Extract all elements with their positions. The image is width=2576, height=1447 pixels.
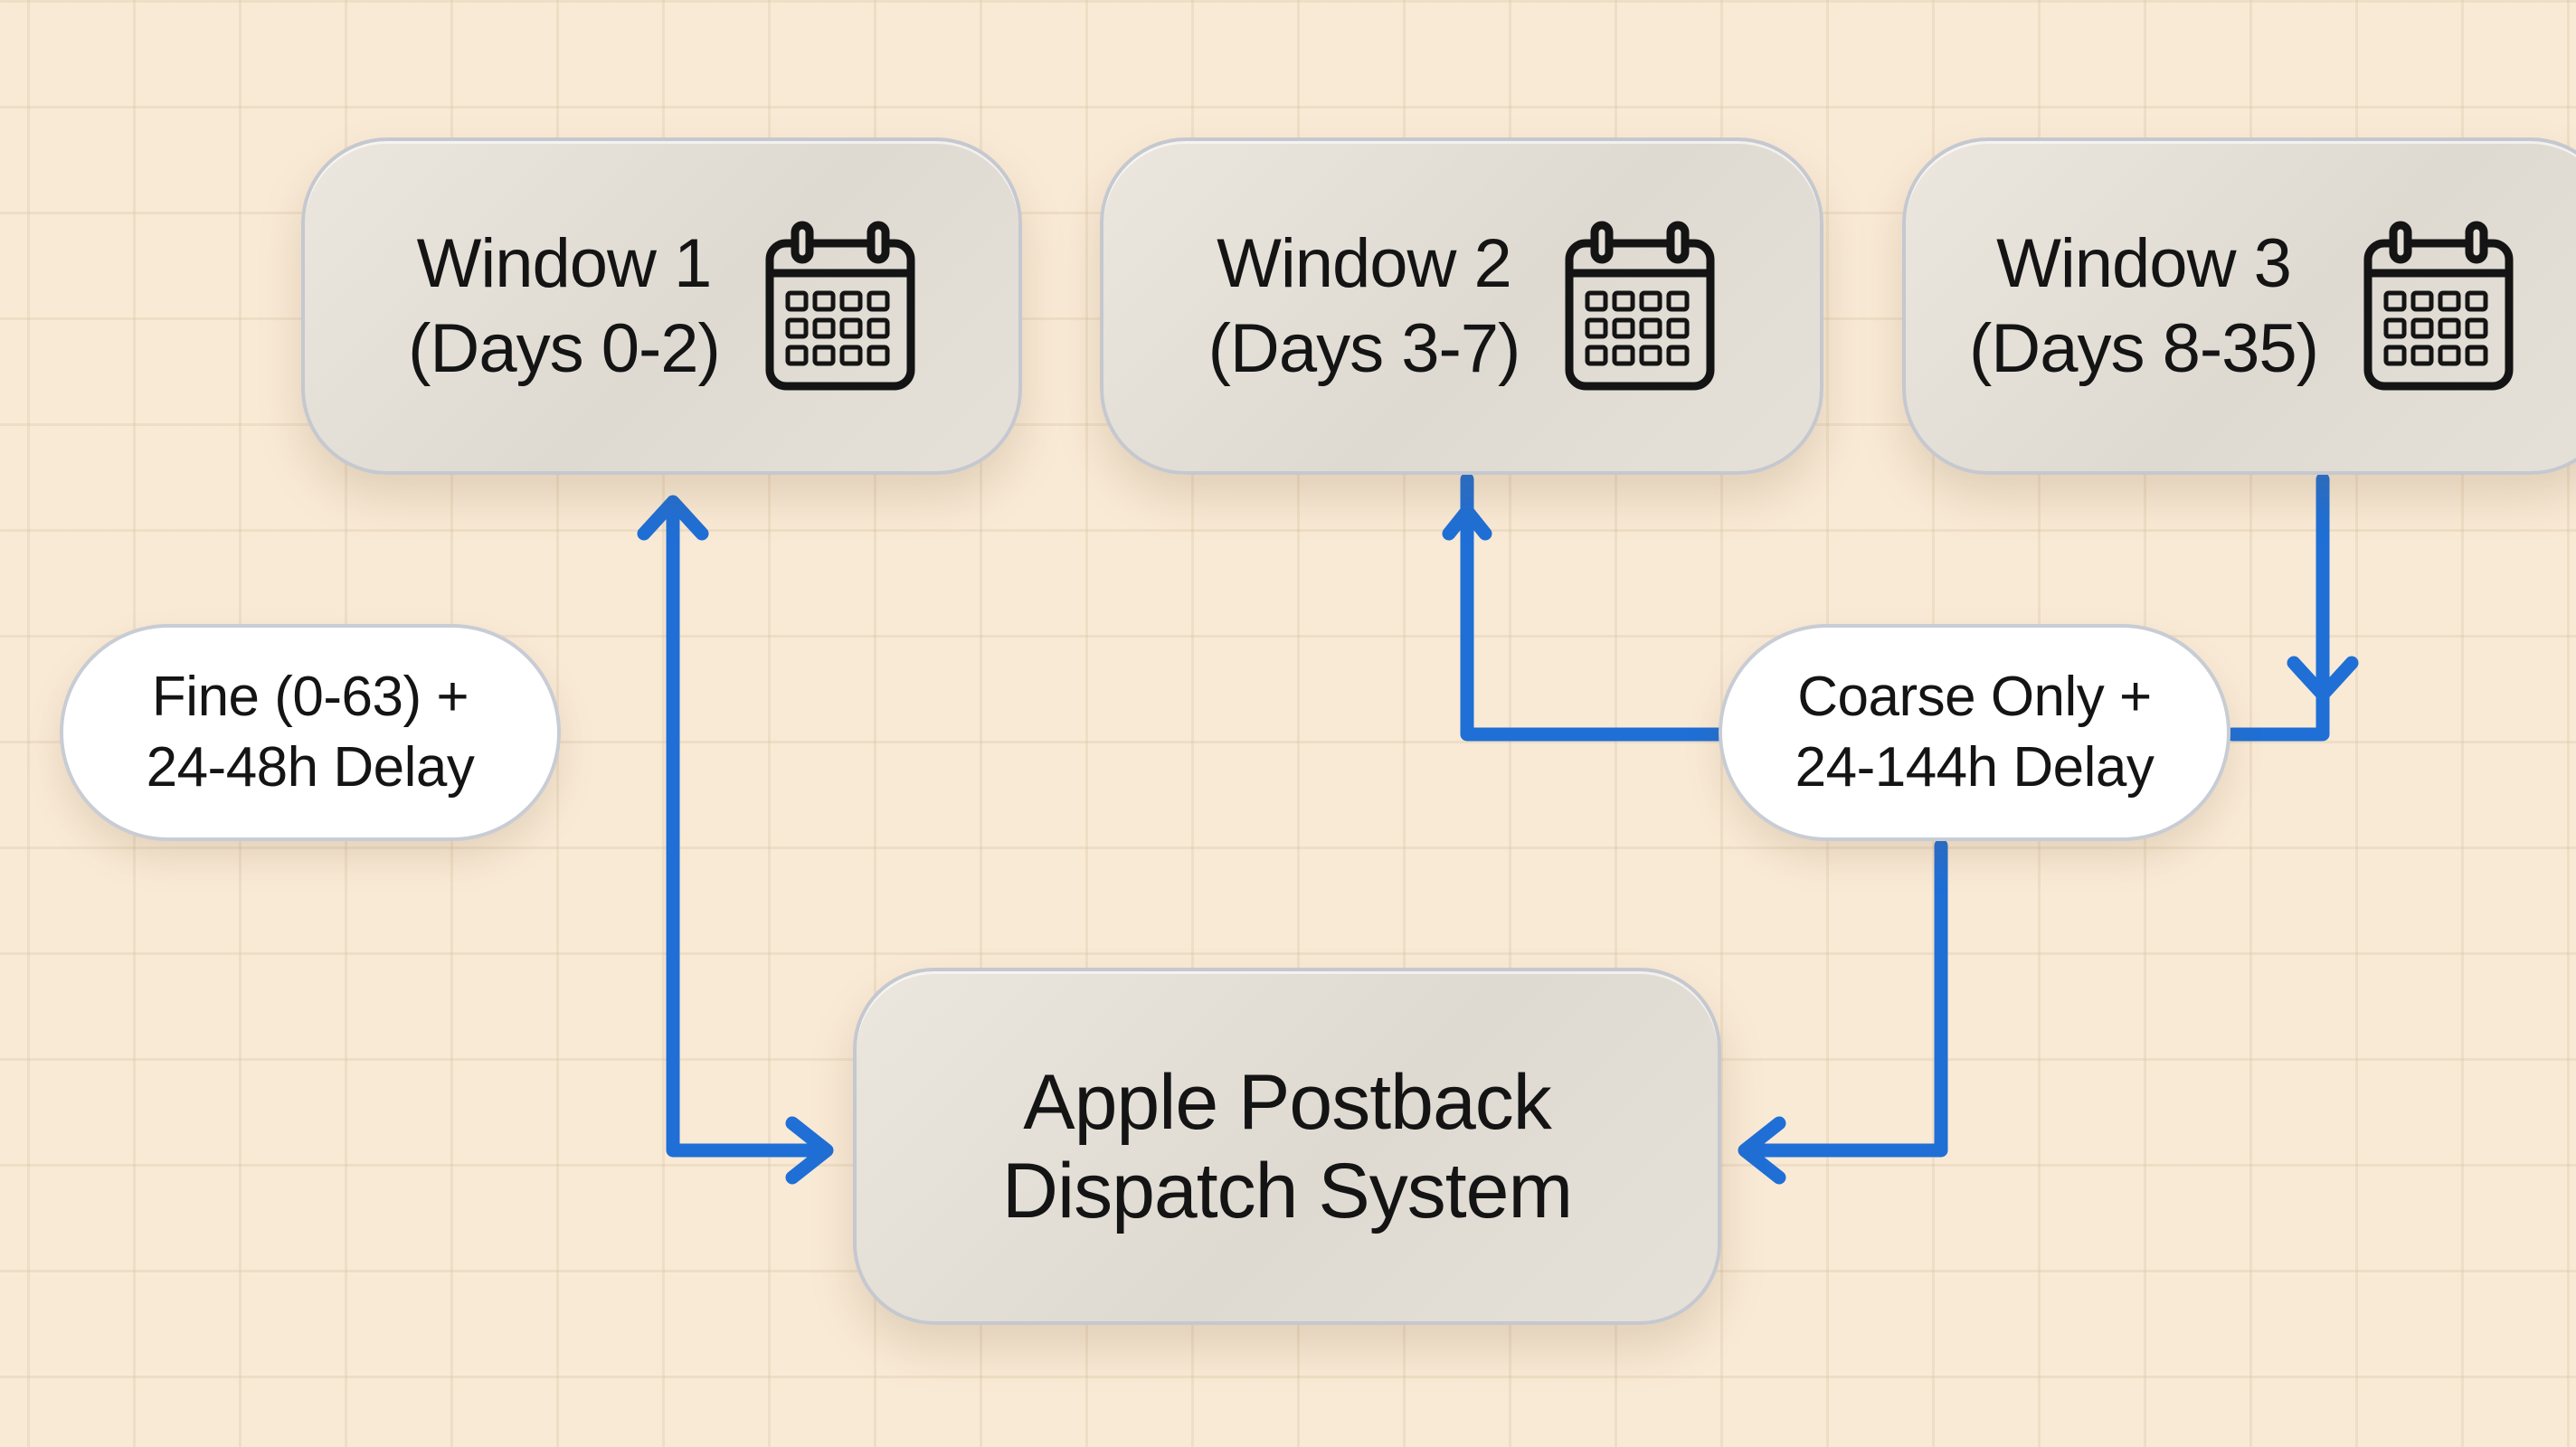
arrowhead-left-dispatch	[1738, 1116, 1786, 1185]
fine-delay-line1: Fine (0-63) +	[151, 666, 469, 728]
calendar-icon	[2363, 221, 2514, 390]
window-2-range: (Days 3-7)	[1208, 309, 1521, 387]
arrowhead-down-window3	[2287, 656, 2359, 702]
window-1-range: (Days 0-2)	[408, 309, 721, 387]
window-3-box: Window 3 (Days 8-35)	[1902, 137, 2576, 475]
window-2-title: Window 2	[1217, 224, 1512, 302]
arrowhead-up-window1	[637, 495, 709, 541]
arrowhead-right-dispatch	[785, 1116, 834, 1185]
coarse-delay-pill: Coarse Only + 24-144h Delay	[1719, 624, 2230, 841]
window-2-box: Window 2 (Days 3-7)	[1100, 137, 1823, 475]
coarse-delay-line2: 24-144h Delay	[1795, 736, 2155, 799]
window-1-box: Window 1 (Days 0-2)	[301, 137, 1022, 475]
dispatch-line1: Apple Postback	[1023, 1058, 1552, 1146]
window-3-range: (Days 8-35)	[1969, 309, 2319, 387]
connector-window1-dispatch	[666, 499, 819, 1158]
coarse-delay-line1: Coarse Only +	[1797, 666, 2152, 728]
dispatch-system-box: Apple Postback Dispatch System	[853, 968, 1721, 1325]
arrowhead-up-window2	[1442, 504, 1492, 541]
dispatch-line2: Dispatch System	[1001, 1147, 1573, 1234]
connector-coarse-window2	[1460, 472, 1733, 742]
connector-coarse-dispatch	[1752, 838, 1948, 1158]
window-3-title: Window 3	[1996, 224, 2292, 302]
window-1-title: Window 1	[416, 224, 713, 302]
fine-delay-line2: 24-48h Delay	[146, 736, 475, 799]
calendar-icon	[765, 221, 915, 390]
fine-delay-pill: Fine (0-63) + 24-48h Delay	[60, 624, 561, 841]
window-1-text: Window 1 (Days 0-2)	[408, 222, 721, 392]
window-3-text: Window 3 (Days 8-35)	[1969, 222, 2319, 392]
calendar-icon	[1565, 221, 1715, 390]
window-2-text: Window 2 (Days 3-7)	[1208, 222, 1521, 392]
connector-window3-coarse	[2225, 472, 2330, 742]
